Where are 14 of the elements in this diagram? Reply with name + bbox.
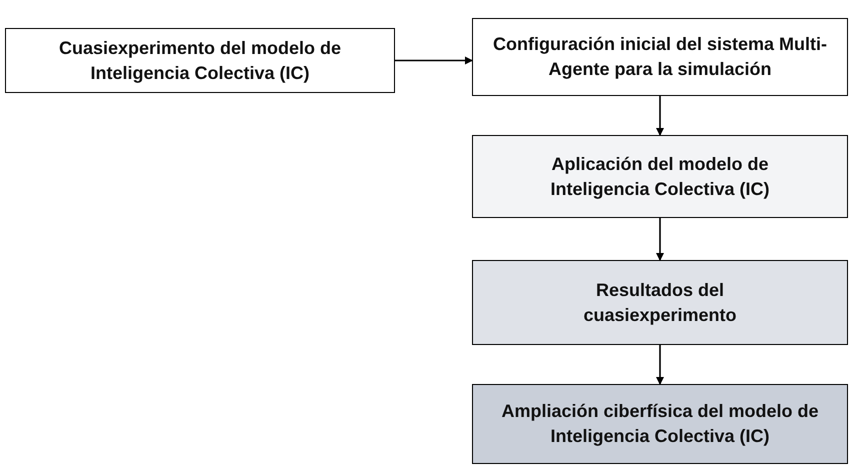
process-box [472, 135, 848, 218]
arrow [395, 56, 473, 64]
process-box [472, 384, 848, 464]
arrow [656, 345, 664, 385]
process-box [472, 260, 848, 345]
arrow [656, 96, 664, 136]
box-text: Ampliación ciberfísica del modelo de Inteligencia Colectiva (IC) [500, 400, 820, 448]
box-text: Aplicación del modelo de Inteligencia Colectiva (IC) [549, 152, 771, 201]
process-box [472, 18, 848, 96]
box-text: Configuración inicial del sistema Multi-Agente para la simulación [492, 33, 828, 81]
arrow [656, 218, 664, 261]
process-box [5, 28, 395, 93]
box-text: Cuasiexperimento del modelo de Inteligencia Colectiva (IC) [58, 36, 342, 85]
box-text: Resultados del cuasiexperimento [582, 278, 738, 327]
